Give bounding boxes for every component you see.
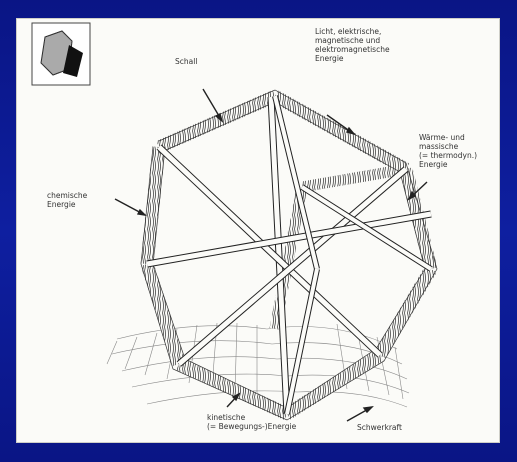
label-chemical-energy: chemische Energie <box>47 191 87 209</box>
tensegrity-drawing <box>17 19 500 443</box>
crystal-rock-icon <box>32 23 90 85</box>
label-schall: Schall <box>175 57 197 66</box>
label-gravity: Schwerkraft <box>357 423 402 432</box>
diagram-panel: Schall Licht, elektrische, magnetische u… <box>16 18 500 443</box>
label-heat-energy: Wärme- und massische (= thermodyn.) Ener… <box>419 133 477 169</box>
label-light-energy: Licht, elektrische, magnetische und elek… <box>315 27 390 63</box>
label-kinetic-energy: kinetische (= Bewegungs-)Energie <box>207 413 296 431</box>
